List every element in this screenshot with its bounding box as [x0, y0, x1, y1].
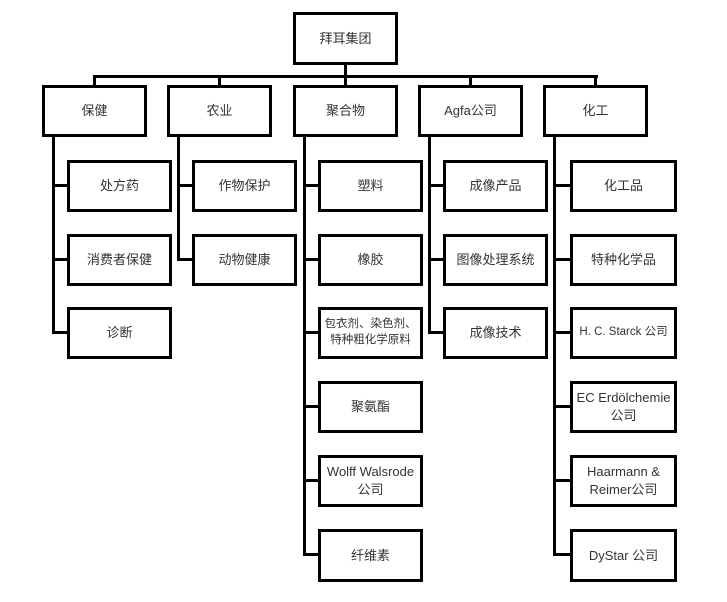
- org-node-division-agriculture: 农业: [167, 85, 272, 137]
- connector-branch: [303, 184, 321, 187]
- org-node-unit: 化工品: [570, 160, 677, 212]
- org-node-unit: 成像产品: [443, 160, 548, 212]
- org-node-division-healthcare: 保健: [42, 85, 147, 137]
- connector-branch: [553, 553, 573, 556]
- connector-branch: [553, 405, 573, 408]
- connector-division-stub: [93, 75, 96, 85]
- org-node-unit: Wolff Walsrode 公司: [318, 455, 423, 507]
- org-node-unit: 纤维素: [318, 529, 423, 582]
- org-node-unit: 聚氨酯: [318, 381, 423, 433]
- connector-trunk-polymers: [303, 137, 306, 556]
- connector-branch: [52, 258, 70, 261]
- org-node-unit: 橡胶: [318, 234, 423, 286]
- connector-root-stem: [344, 65, 347, 78]
- connector-branch: [303, 405, 321, 408]
- org-node-unit: 包衣剂、染色剂、 特种粗化学原料: [318, 307, 423, 359]
- org-node-unit: Haarmann & Reimer公司: [570, 455, 677, 507]
- org-node-unit: 动物健康: [192, 234, 297, 286]
- connector-division-stub: [469, 75, 472, 85]
- org-node-unit: 特种化学品: [570, 234, 677, 286]
- connector-branch: [177, 258, 195, 261]
- connector-trunk-agfa: [428, 137, 431, 334]
- connector-division-stub: [594, 75, 597, 85]
- org-node-unit: 消费者保健: [67, 234, 172, 286]
- connector-branch: [303, 553, 321, 556]
- org-node-unit: EC Erdölchemie 公司: [570, 381, 677, 433]
- connector-branch: [303, 331, 321, 334]
- org-node-division-polymers: 聚合物: [293, 85, 398, 137]
- connector-trunk-agriculture: [177, 137, 180, 261]
- connector-branch: [428, 331, 446, 334]
- org-node-unit: 诊断: [67, 307, 172, 359]
- connector-branch: [52, 184, 70, 187]
- org-node-division-agfa: Agfa公司: [418, 85, 523, 137]
- connector-branch: [303, 258, 321, 261]
- connector-trunk-chemicals: [553, 137, 556, 556]
- org-node-unit: H. C. Starck 公司: [570, 307, 677, 359]
- connector-branch: [553, 479, 573, 482]
- connector-branch: [52, 331, 70, 334]
- org-node-unit: DyStar 公司: [570, 529, 677, 582]
- connector-division-stub: [218, 75, 221, 85]
- org-node-unit: 处方药: [67, 160, 172, 212]
- connector-branch: [553, 331, 573, 334]
- connector-trunk-healthcare: [52, 137, 55, 334]
- org-node-unit: 作物保护: [192, 160, 297, 212]
- connector-branch: [428, 258, 446, 261]
- org-node-unit: 图像处理系统: [443, 234, 548, 286]
- connector-branch: [303, 479, 321, 482]
- connector-division-stub: [344, 75, 347, 85]
- connector-branch: [177, 184, 195, 187]
- connector-branch: [553, 258, 573, 261]
- org-node-division-chemicals: 化工: [543, 85, 648, 137]
- connector-branch: [553, 184, 573, 187]
- org-node-unit: 塑料: [318, 160, 423, 212]
- connector-branch: [428, 184, 446, 187]
- org-node-unit: 成像技术: [443, 307, 548, 359]
- org-node-root: 拜耳集团: [293, 12, 398, 65]
